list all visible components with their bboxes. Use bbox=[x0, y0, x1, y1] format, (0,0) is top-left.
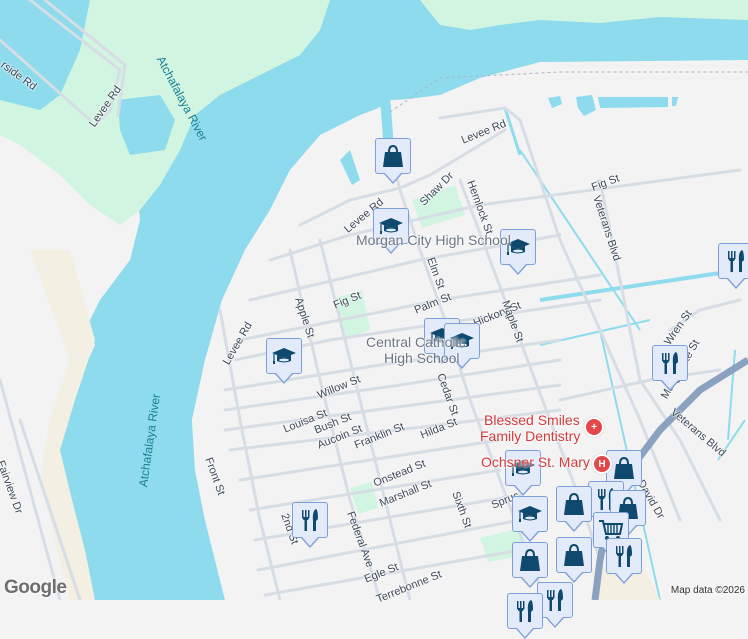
shopping-marker[interactable] bbox=[606, 450, 642, 496]
shopping-icon bbox=[380, 143, 406, 169]
school-icon bbox=[517, 501, 543, 527]
school-marker[interactable] bbox=[373, 208, 409, 254]
shopping-icon bbox=[517, 547, 543, 573]
hospital-pin-icon[interactable]: H bbox=[592, 454, 612, 474]
poi-label-blessed-smiles-line2[interactable]: Family Dentistry bbox=[480, 428, 581, 444]
school-marker[interactable] bbox=[444, 323, 480, 369]
school-icon bbox=[510, 455, 536, 481]
google-logo: Google bbox=[4, 577, 67, 598]
restaurant-icon bbox=[297, 507, 323, 533]
shopping-marker[interactable] bbox=[556, 486, 592, 532]
restaurant-marker[interactable] bbox=[652, 345, 688, 391]
restaurant-marker[interactable] bbox=[507, 593, 543, 639]
school-marker[interactable] bbox=[266, 338, 302, 384]
poi-label-central-catholic-line2[interactable]: High School bbox=[384, 350, 460, 366]
shopping-icon bbox=[611, 455, 637, 481]
school-icon bbox=[449, 328, 475, 354]
shopping-icon bbox=[561, 491, 587, 517]
restaurant-marker[interactable] bbox=[292, 502, 328, 548]
restaurant-marker[interactable] bbox=[606, 538, 642, 584]
poi-label-morgan-city-high-school[interactable]: Morgan City High School bbox=[356, 232, 511, 248]
dentist-pin-icon[interactable]: + bbox=[584, 417, 604, 437]
restaurant-icon bbox=[611, 543, 637, 569]
poi-label-blessed-smiles-line1[interactable]: Blessed Smiles bbox=[484, 412, 580, 428]
map-attribution[interactable]: Map data ©2026 bbox=[667, 585, 748, 596]
school-icon bbox=[505, 234, 531, 260]
shopping-marker[interactable] bbox=[375, 138, 411, 184]
poi-label-ochsner-st-mary[interactable]: Ochsner St. Mary bbox=[481, 454, 590, 470]
school-icon bbox=[271, 343, 297, 369]
school-icon bbox=[378, 213, 404, 239]
school-marker[interactable] bbox=[512, 496, 548, 542]
restaurant-icon bbox=[723, 248, 748, 274]
school-marker[interactable] bbox=[505, 450, 541, 496]
shopping-marker[interactable] bbox=[512, 542, 548, 588]
restaurant-icon bbox=[542, 587, 568, 613]
shopping-icon bbox=[561, 542, 587, 568]
shopping-marker[interactable] bbox=[556, 537, 592, 583]
restaurant-icon bbox=[512, 598, 538, 624]
restaurant-icon bbox=[657, 350, 683, 376]
restaurant-marker[interactable] bbox=[718, 243, 748, 289]
school-marker[interactable] bbox=[500, 229, 536, 275]
poi-label-central-catholic-line1[interactable]: Central Catholic bbox=[366, 334, 466, 350]
